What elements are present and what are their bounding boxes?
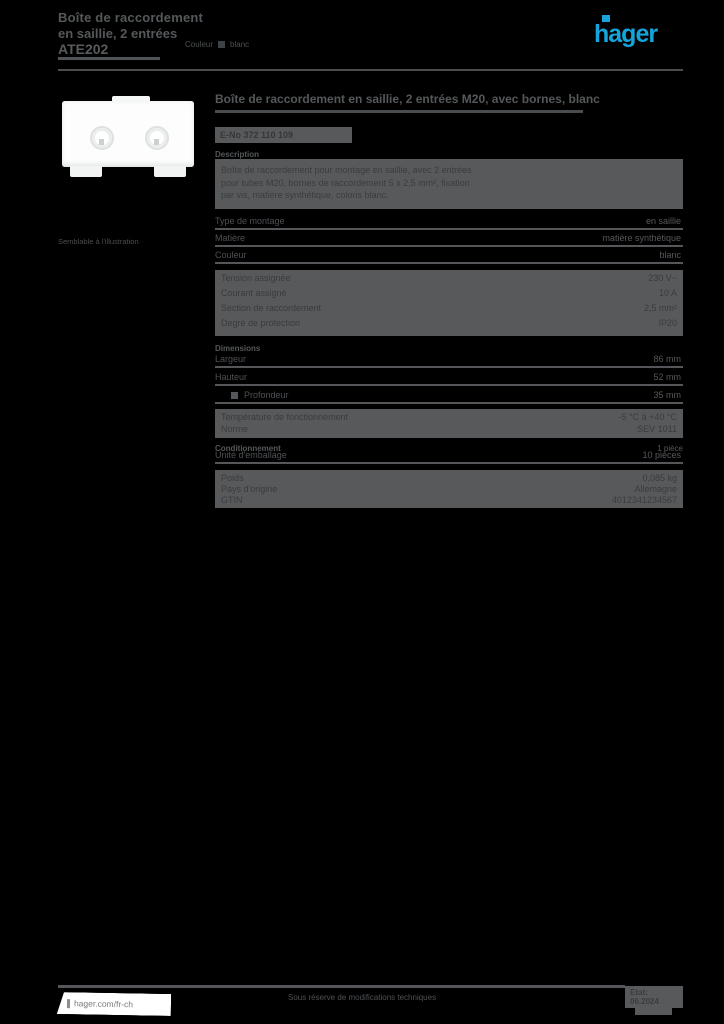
footer-page-box: Etat: 06.2024 <box>625 986 683 1008</box>
row-label: Couleur <box>215 250 247 260</box>
table-row: Norme SEV 1011 <box>221 424 677 436</box>
row-label: Profondeur <box>231 390 289 400</box>
table-row: Degré de protection IP20 <box>221 318 677 333</box>
section-packaging-label: Conditionnement <box>215 444 281 453</box>
row-label: Degré de protection <box>221 318 301 328</box>
website-text: hager.com/fr-ch <box>73 998 134 1010</box>
header-divider <box>58 69 683 71</box>
product-body <box>62 101 194 167</box>
section-packaging: Conditionnement 1 pièce <box>215 444 683 453</box>
row-value: 0,085 kg <box>642 473 677 483</box>
row-value: 10 pièces <box>642 450 681 460</box>
product-image <box>58 92 200 184</box>
logo-mark-icon <box>67 999 70 1008</box>
footer-note: Sous réserve de modifications techniques <box>288 993 437 1002</box>
row-label: Hauteur <box>215 372 248 382</box>
description-line: pour tubes M20, bornes de raccordement 5… <box>221 177 470 188</box>
table-row: Hauteur 52 mm <box>215 368 683 386</box>
footer-page-tab <box>635 1008 672 1015</box>
color-label: Couleur <box>185 40 214 49</box>
row-label: Courant assigné <box>221 288 287 298</box>
dimensions-table: Largeur 86 mm Hauteur 52 mm Profondeur 3… <box>215 353 683 404</box>
footer-page-line1: Etat: <box>630 988 648 997</box>
logo-mark-icon <box>602 15 610 22</box>
heading-divider <box>215 110 583 113</box>
row-value: matière synthétique <box>602 233 681 243</box>
cable-entry-right <box>145 126 169 150</box>
hager-logo[interactable]: hager <box>588 15 680 52</box>
cable-entry-left <box>90 126 114 150</box>
table-row: Matière matière synthétique <box>215 230 683 247</box>
packaging-table: Unité d'emballage 10 pièces <box>215 450 683 464</box>
product-reference: ATE202 <box>58 41 109 57</box>
row-value: IP20 <box>658 318 677 328</box>
row-label: Largeur <box>215 354 247 364</box>
row-value: 35 mm <box>653 390 681 400</box>
conditions-block: Température de fonctionnement -5 °C à +4… <box>215 409 683 438</box>
product-foot-right <box>154 166 186 177</box>
table-row: Section de raccordement 2,5 mm² <box>221 303 677 318</box>
row-value: Allemagne <box>634 484 677 494</box>
logo-text: hager <box>594 20 658 48</box>
section-dimensions-label: Dimensions <box>215 344 261 353</box>
description-band: Boîte de raccordement pour montage en sa… <box>215 159 683 209</box>
footer-divider <box>58 985 625 988</box>
row-label: Type de montage <box>215 216 285 226</box>
spec-table: Type de montage en saillie Matière matiè… <box>215 214 683 264</box>
square-bullet-icon <box>231 391 238 399</box>
row-value: 86 mm <box>653 354 681 364</box>
row-label: Norme <box>221 424 249 434</box>
row-label: Pays d'origine <box>221 484 278 494</box>
website-link[interactable]: hager.com/fr-ch <box>57 992 171 1016</box>
section-description-label: Description <box>215 150 260 159</box>
color-info: Couleur blanc <box>185 40 249 49</box>
row-value: 52 mm <box>653 372 681 382</box>
description-line: par vis, matière synthétique, coloris bl… <box>221 190 389 200</box>
row-value: SEV 1011 <box>637 424 677 434</box>
enumber-chip: E-No 372 110 109 <box>215 127 352 143</box>
table-row: Largeur 86 mm <box>215 353 683 368</box>
packaging-value: 1 pièce <box>657 444 683 453</box>
image-caption: Semblable à l'illustration <box>58 237 139 246</box>
row-label: Poids <box>221 473 244 483</box>
description-line: Boîte de raccordement pour montage en sa… <box>221 165 472 175</box>
footer-page-line2: 06.2024 <box>630 997 659 1006</box>
row-label: Section de raccordement <box>221 303 322 313</box>
table-row: Courant assigné 10 A <box>221 288 677 303</box>
row-value: en saillie <box>645 216 681 226</box>
row-label: Température de fonctionnement <box>221 412 349 422</box>
table-row: Profondeur 35 mm <box>215 386 683 404</box>
table-row: Tension assignée 230 V~ <box>221 273 677 288</box>
row-label: GTIN <box>221 495 243 505</box>
table-row: Pays d'origine Allemagne <box>221 484 677 495</box>
row-label: Unité d'emballage <box>215 450 287 460</box>
doc-title-line2: en saillie, 2 entrées <box>58 26 178 41</box>
row-value: -5 °C à +40 °C <box>618 412 677 422</box>
row-value: 2,5 mm² <box>643 303 677 313</box>
doc-title-line1: Boîte de raccordement <box>58 10 204 25</box>
row-value: 230 V~ <box>648 273 677 283</box>
color-swatch-icon <box>218 41 226 48</box>
row-value: blanc <box>659 250 681 260</box>
row-value: 10 A <box>658 288 677 298</box>
table-row: Poids 0,085 kg <box>221 473 677 484</box>
product-top-tab <box>112 96 150 103</box>
table-row: Type de montage en saillie <box>215 214 683 230</box>
page-title: Boîte de raccordement en saillie, 2 entr… <box>215 92 600 106</box>
row-label: Matière <box>215 233 246 243</box>
logistics-block: Poids 0,085 kg Pays d'origine Allemagne … <box>215 470 683 508</box>
row-value: 4012341234567 <box>611 495 677 505</box>
electrical-data-block: Tension assignée 230 V~ Courant assigné … <box>215 270 683 336</box>
color-value: blanc <box>230 40 250 49</box>
table-row: Unité d'emballage 10 pièces <box>215 450 683 464</box>
table-row: Couleur blanc <box>215 247 683 264</box>
row-label: Tension assignée <box>221 273 291 283</box>
reference-underline <box>58 57 160 60</box>
product-foot-left <box>70 166 102 177</box>
table-row: Température de fonctionnement -5 °C à +4… <box>221 412 677 424</box>
table-row: GTIN 4012341234567 <box>221 495 677 506</box>
